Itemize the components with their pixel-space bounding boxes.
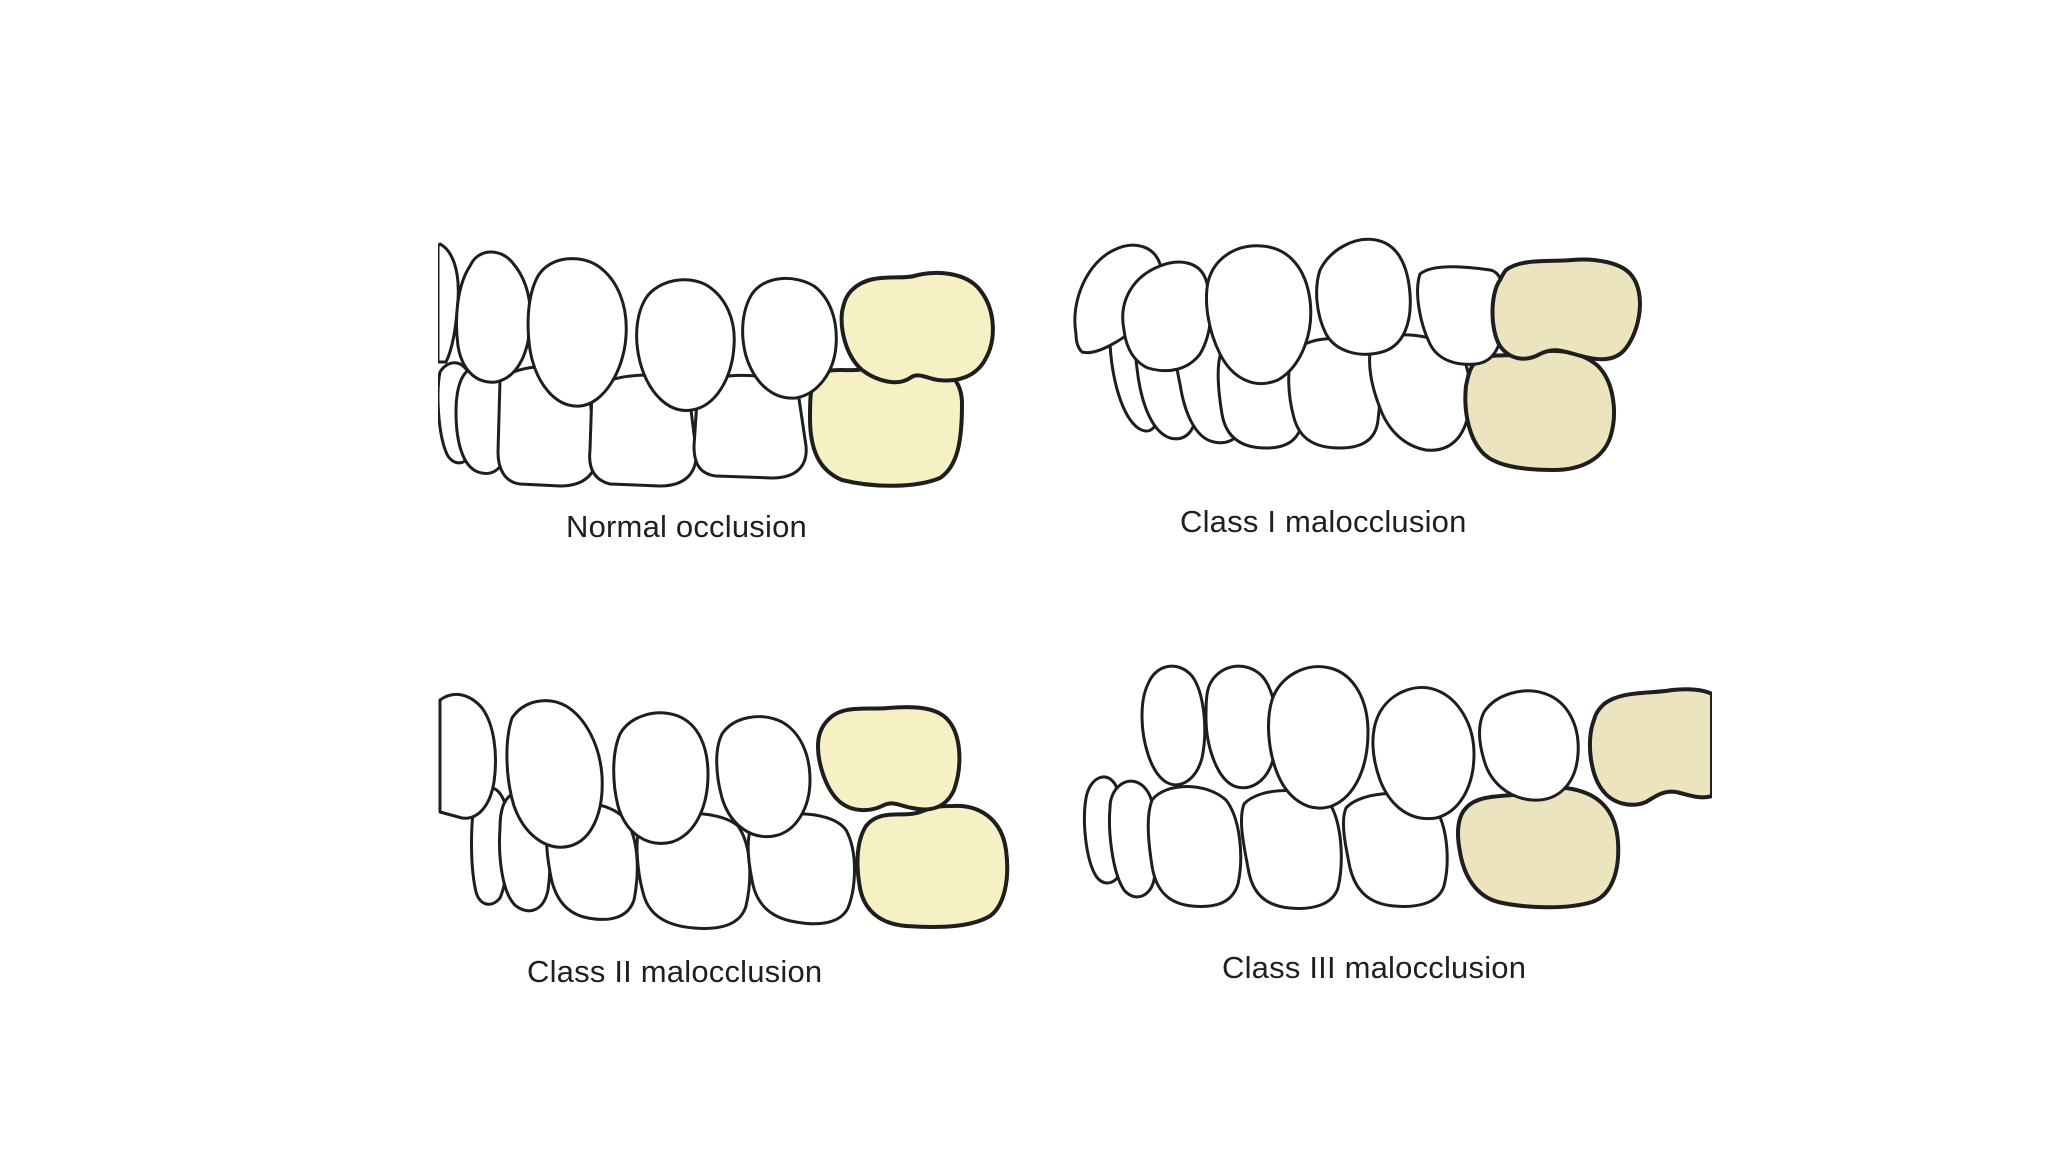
upper-tooth [1315, 237, 1412, 356]
upper-tooth [715, 715, 812, 839]
lower-tooth [470, 786, 510, 906]
lower-first-molar [1463, 348, 1616, 472]
upper-tooth [612, 711, 710, 845]
caption-class-3-malocclusion: Class III malocclusion [1222, 950, 1527, 985]
upper-tooth [1267, 665, 1370, 810]
lower-tooth [746, 812, 856, 926]
lower-tooth [1146, 785, 1243, 908]
upper-arch [1140, 664, 1712, 821]
upper-first-molar [839, 270, 995, 385]
upper-tooth [1204, 664, 1279, 790]
upper-tooth [635, 278, 736, 412]
upper-arch [438, 242, 995, 412]
upper-tooth [526, 257, 628, 408]
upper-tooth [1140, 664, 1207, 787]
upper-tooth [1371, 686, 1476, 821]
panel-class-1-malocclusion [1073, 237, 1642, 472]
upper-first-molar [1490, 257, 1642, 362]
upper-tooth [505, 699, 604, 849]
lower-first-molar [808, 364, 964, 488]
caption-class-2-malocclusion: Class II malocclusion [527, 954, 823, 989]
upper-arch [1073, 237, 1642, 386]
lower-first-molar [1456, 785, 1621, 910]
lower-first-molar [855, 803, 1010, 929]
upper-arch [438, 692, 962, 849]
upper-first-molar [1587, 687, 1712, 807]
upper-tooth [1478, 689, 1580, 802]
lower-arch [1083, 775, 1621, 910]
upper-tooth [1205, 244, 1313, 386]
panel-class-3-malocclusion [1083, 664, 1712, 910]
caption-normal-occlusion: Normal occlusion [566, 509, 807, 544]
panel-normal-occlusion [438, 242, 995, 488]
upper-tooth [455, 250, 532, 384]
upper-first-molar [816, 705, 962, 813]
upper-tooth [438, 692, 497, 820]
panel-class-2-malocclusion [438, 692, 1010, 930]
upper-tooth [1416, 265, 1506, 366]
upper-tooth [741, 276, 838, 400]
upper-tooth [438, 242, 460, 364]
lower-tooth [692, 373, 808, 480]
caption-class-1-malocclusion: Class I malocclusion [1180, 504, 1467, 539]
lower-tooth [1108, 779, 1159, 899]
